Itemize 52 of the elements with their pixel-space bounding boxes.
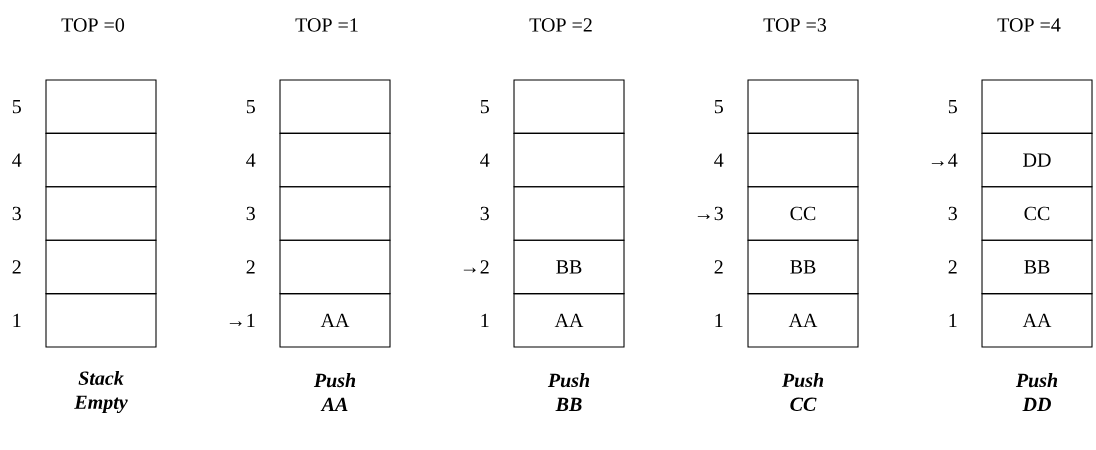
- index-label: 1: [949, 313, 957, 327]
- stack-cell: [513, 186, 625, 241]
- index-label: 3: [246, 206, 255, 221]
- stack-cell: BB: [747, 239, 859, 295]
- index-label: 3: [12, 206, 21, 221]
- stack-cell: [45, 186, 157, 241]
- index-label: →4: [931, 153, 958, 167]
- stack-cell: [279, 239, 391, 295]
- index-label: 3: [948, 206, 957, 221]
- stack-cell: [279, 186, 391, 241]
- stack-cell: [45, 132, 157, 188]
- index-label: 4: [480, 153, 490, 167]
- operation-caption: Push DD: [1015, 373, 1058, 411]
- index-label: →2: [463, 260, 489, 274]
- stack-cell: [513, 132, 625, 188]
- stack-cell: [747, 79, 859, 134]
- index-label: 2: [948, 260, 957, 274]
- stack-cell: [279, 79, 391, 134]
- index-label: 5: [12, 100, 21, 114]
- stack-cell: [513, 79, 625, 134]
- stack-cell: AA: [513, 293, 625, 348]
- index-label: 3: [480, 206, 489, 221]
- index-label: →3: [697, 206, 723, 221]
- stack-cell: DD: [981, 132, 1093, 188]
- stack-cell: [279, 132, 391, 188]
- index-label: 5: [480, 100, 489, 114]
- index-label: 4: [246, 153, 256, 167]
- stack-cell: CC: [981, 186, 1093, 241]
- index-label: 2: [714, 260, 723, 274]
- index-label: 1: [13, 313, 21, 327]
- stack-cell: [45, 239, 157, 295]
- stack-cell: [45, 79, 157, 134]
- index-label: 1: [715, 313, 723, 327]
- index-label: →1: [229, 313, 255, 327]
- index-label: 5: [714, 100, 723, 114]
- stack-cell: [747, 132, 859, 188]
- index-label: 2: [246, 260, 255, 274]
- index-label: 4: [12, 153, 22, 167]
- index-label: 5: [246, 100, 255, 114]
- operation-caption: Push CC: [781, 373, 824, 412]
- stack-cell: AA: [981, 293, 1093, 348]
- stack-cell: BB: [981, 239, 1093, 295]
- stack-cell: [981, 79, 1093, 134]
- stack-cell: BB: [513, 239, 625, 295]
- index-label: 4: [714, 153, 724, 167]
- stack-cell: CC: [747, 186, 859, 241]
- index-label: 5: [948, 100, 957, 114]
- index-label: 2: [12, 260, 21, 274]
- stack-cell: AA: [279, 293, 391, 348]
- stack-cell: [45, 293, 157, 348]
- index-label: 1: [481, 313, 489, 327]
- stack-cell: AA: [747, 293, 859, 348]
